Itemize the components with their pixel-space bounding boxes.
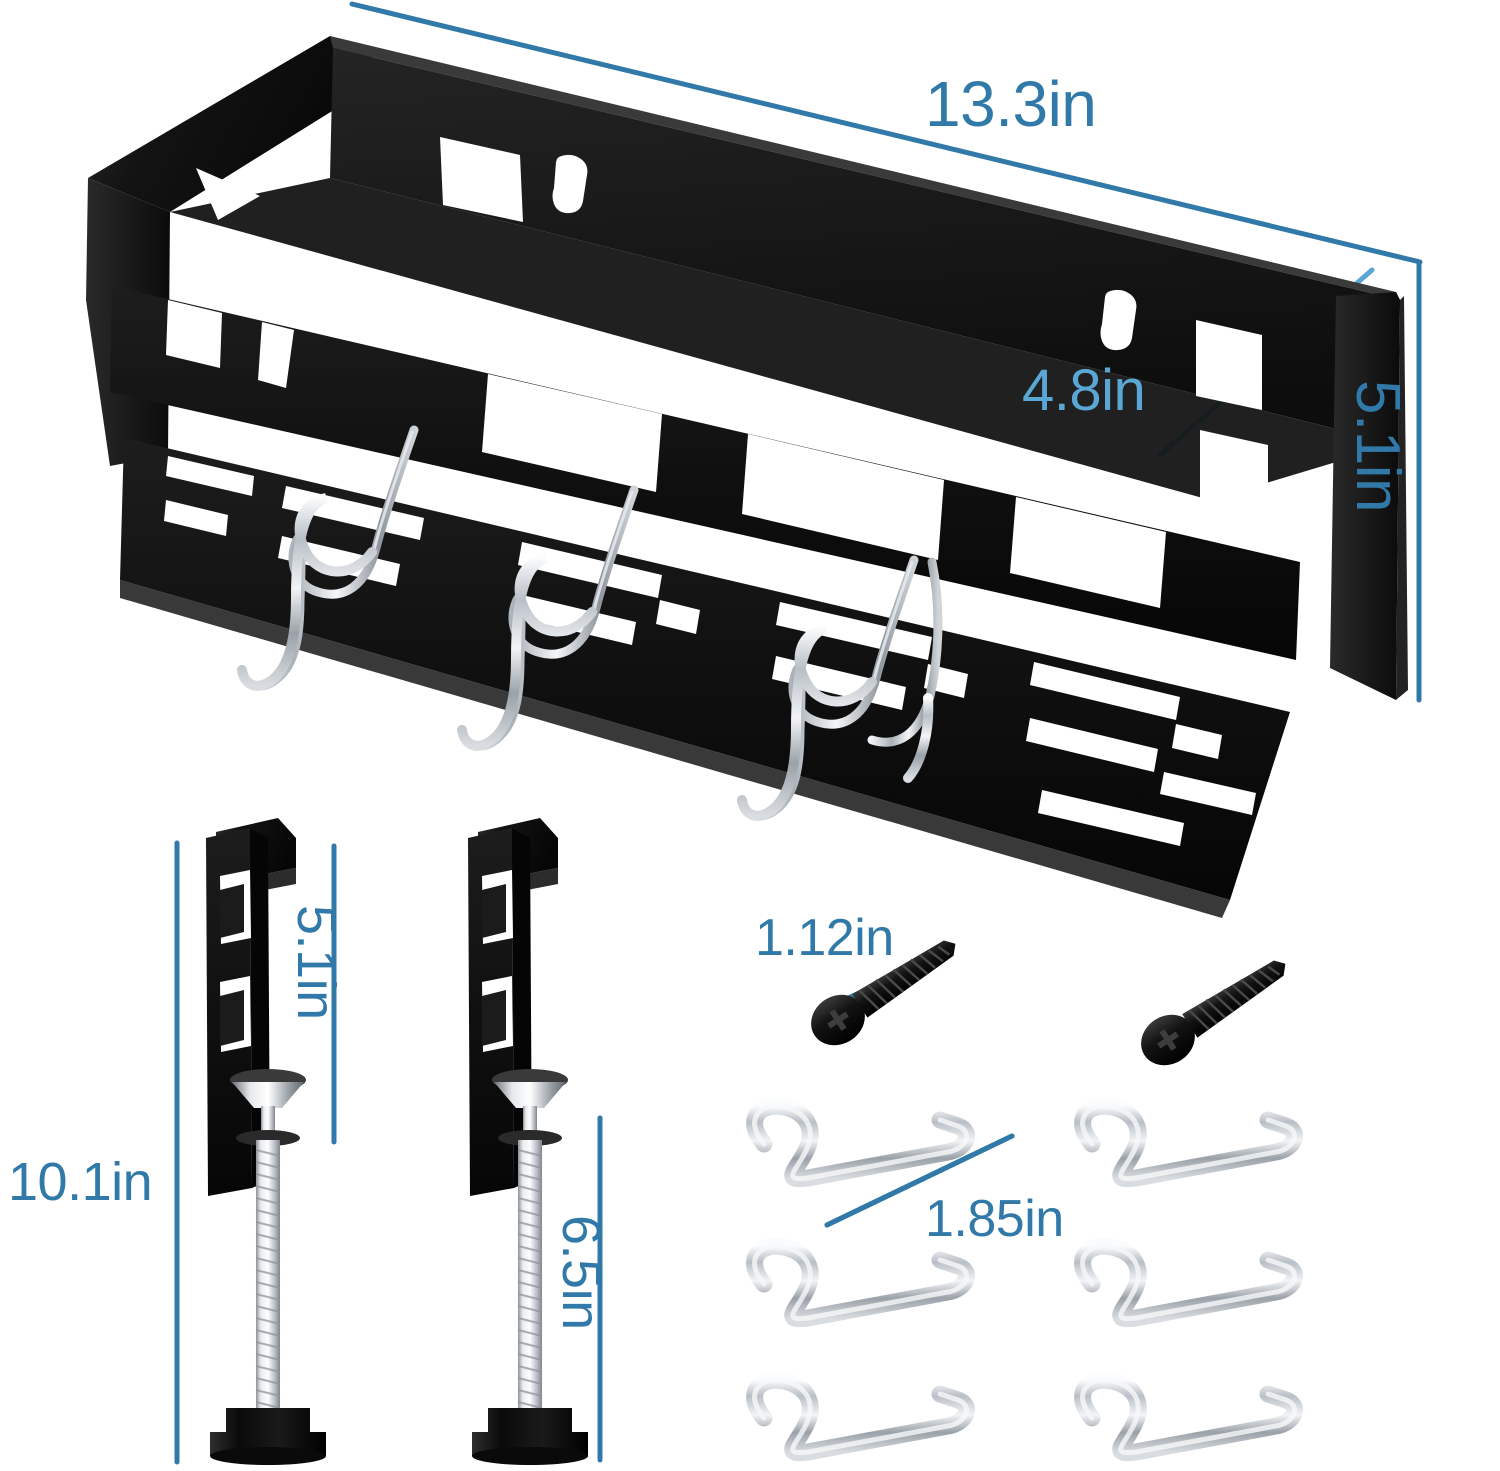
hook-curl-1 <box>237 493 377 691</box>
cable-management-tray <box>86 36 1408 918</box>
dimension-label-tray-height: 5.1in <box>1343 380 1412 512</box>
desk-clamp-bracket-right <box>468 818 588 1465</box>
tray-hook-lower-curls <box>237 493 934 821</box>
clamp-left-rod-threads <box>255 1149 281 1409</box>
tray-mid-cutout-3 <box>482 374 662 492</box>
tray-bottom-lip <box>120 580 1230 918</box>
clamp-left-knob-cone <box>232 1082 304 1108</box>
clamp-left-bottom-knob-base <box>210 1447 326 1465</box>
screw-left-threads <box>858 945 951 1010</box>
tray-square-cutout <box>440 137 523 222</box>
tray-interior-floor <box>170 178 1396 500</box>
tray-slot-5b <box>1026 718 1158 772</box>
hook-curl-4 <box>903 693 934 783</box>
tray-mid-cutout-5 <box>1010 497 1166 608</box>
tray-lower-rail <box>120 438 1290 900</box>
mounting-screw-right <box>1141 960 1286 1066</box>
dimension-label-clamp-rod-height: 6.5in <box>551 1215 611 1330</box>
s-hook-1 <box>746 1097 975 1188</box>
tray-right-endcap-front <box>1396 296 1408 700</box>
clamp-right-washer <box>498 1130 562 1146</box>
clamp-right-bottom-knob-base <box>472 1447 588 1465</box>
dimension-label-screw-length: 1.12in <box>755 909 894 967</box>
tray-slot-3a <box>518 542 662 598</box>
screw-right-phillips <box>1157 1029 1179 1051</box>
clamp-left-cutout-upper-tab <box>220 884 244 938</box>
clamp-left-cutout-lower-tab <box>220 990 244 1046</box>
hook-dimension-line-top <box>824 1133 1015 1228</box>
tray-middle-rail <box>110 286 1300 660</box>
clamp-right-bottom-knob <box>472 1408 588 1456</box>
clamp-right-knob-neck <box>523 1106 537 1132</box>
tray-right-cutout-top <box>1196 320 1262 410</box>
tray-slot-1b <box>164 500 228 536</box>
dimension-label-clamp-total-height: 10.1in <box>8 1152 153 1212</box>
clamp-right-cutout-upper-tab <box>482 884 506 938</box>
width-dimension-line-upper <box>349 1 1423 265</box>
clamp-left-bottom-knob <box>210 1408 326 1456</box>
tray-hanging-hooks-detail <box>372 430 914 682</box>
screw-right-shank <box>1182 960 1286 1038</box>
clamp-left-washer <box>236 1130 300 1146</box>
clamp-right-knob-cone <box>494 1082 566 1108</box>
tray-right-endcap-outer <box>1330 292 1400 700</box>
s-hook-2 <box>1074 1097 1303 1188</box>
tray-keyhole-right <box>1100 289 1137 351</box>
tray-left-endcap-outer <box>88 36 398 212</box>
clamp-right-cutout-lower-tab <box>482 990 506 1046</box>
hook-curl-3 <box>737 623 877 821</box>
desk-clamp-bracket-left <box>206 818 326 1465</box>
clamp-right-rod-threads <box>517 1149 543 1409</box>
screw-left-phillips <box>827 1009 849 1031</box>
dimension-label-tray-depth: 4.8in <box>1022 358 1146 423</box>
dimension-label-tray-width: 13.3in <box>925 68 1097 140</box>
s-hook-5 <box>746 1371 975 1462</box>
tray-slot-5a <box>1030 662 1180 720</box>
mounting-screw-left <box>811 940 956 1046</box>
tray-left-triangle-cutout <box>196 168 260 220</box>
screw-right-threads <box>1188 965 1281 1030</box>
s-hook-6 <box>1074 1371 1303 1462</box>
s-hook-4 <box>1074 1237 1303 1328</box>
tray-mid-cutout-4 <box>742 434 944 560</box>
tray-slot-4a <box>776 602 932 660</box>
s-hook-3 <box>746 1237 975 1328</box>
s-hook-set <box>746 1097 1303 1462</box>
dimension-label-clamp-bracket-height: 5.1in <box>286 905 346 1020</box>
tray-right-cutout-mid <box>1200 430 1268 545</box>
tray-slot-3b <box>514 594 636 645</box>
tray-slot-6b <box>1160 772 1256 815</box>
tray-mid-cutout-2 <box>258 322 294 388</box>
tray-keyhole-left <box>552 154 588 214</box>
tray-slot-3c <box>656 600 700 634</box>
tray-slot-1a <box>166 456 254 496</box>
tray-back-wall-top-face <box>330 36 1400 300</box>
tray-slot-5c <box>1172 724 1222 759</box>
tray-mid-cutout-1 <box>166 300 222 368</box>
tray-slot-6a <box>1038 790 1184 846</box>
clamp-left-knob-neck <box>261 1106 275 1132</box>
hook-curl-2 <box>457 553 597 751</box>
tray-back-wall-inner <box>330 48 1400 444</box>
dimension-label-hook-length: 1.85in <box>925 1190 1064 1248</box>
